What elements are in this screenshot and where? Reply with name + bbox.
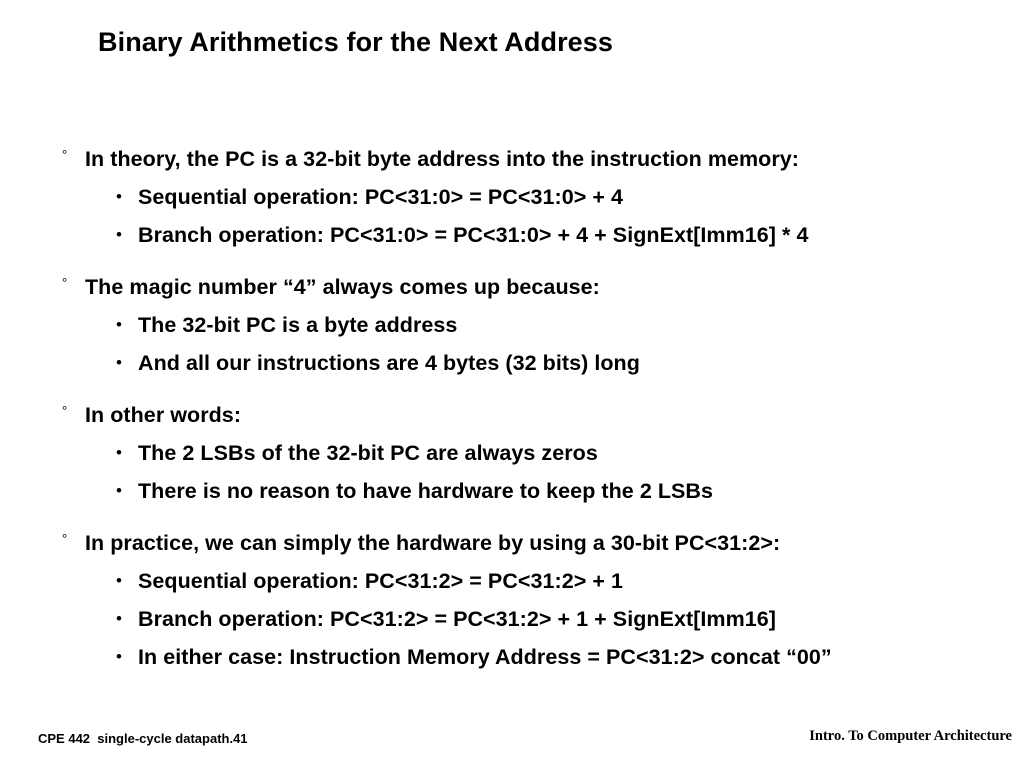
circle-bullet-icon: ° xyxy=(62,531,68,546)
bullet-level2-label: Branch operation: PC<31:2> = PC<31:2> + … xyxy=(138,607,776,631)
bullet-level2-label: There is no reason to have hardware to k… xyxy=(138,479,714,503)
bullet-level1: ° In practice, we can simply the hardwar… xyxy=(0,524,1024,562)
dot-bullet-icon: • xyxy=(116,187,123,206)
bullet-level2: • The 2 LSBs of the 32-bit PC are always… xyxy=(0,434,1024,472)
dot-bullet-icon: • xyxy=(116,571,123,590)
bullet-level2: • Branch operation: PC<31:2> = PC<31:2> … xyxy=(0,600,1024,638)
bullet-level2-label: Sequential operation: PC<31:0> = PC<31:0… xyxy=(138,185,624,209)
bullet-level2: • Branch operation: PC<31:0> = PC<31:0> … xyxy=(0,216,1024,254)
dot-bullet-icon: • xyxy=(116,225,123,244)
dot-bullet-icon: • xyxy=(116,481,123,500)
dot-bullet-icon: • xyxy=(116,609,123,628)
slide-body: ° In theory, the PC is a 32-bit byte add… xyxy=(0,140,1024,676)
bullet-level2: • Sequential operation: PC<31:2> = PC<31… xyxy=(0,562,1024,600)
bullet-level2: • In either case: Instruction Memory Add… xyxy=(0,638,1024,676)
circle-bullet-icon: ° xyxy=(62,275,68,290)
footer-right-text: Intro. To Computer Architecture xyxy=(809,728,1012,744)
bullet-level1: ° In other words: xyxy=(0,396,1024,434)
page-title: Binary Arithmetics for the Next Address xyxy=(98,27,614,57)
circle-bullet-icon: ° xyxy=(62,403,68,418)
bullet-level2-label: Branch operation: PC<31:0> = PC<31:0> + … xyxy=(138,223,809,247)
bullet-level1: ° In theory, the PC is a 32-bit byte add… xyxy=(0,140,1024,178)
bullet-group: ° The magic number “4” always comes up b… xyxy=(0,268,1024,382)
bullet-level2-label: The 32-bit PC is a byte address xyxy=(138,313,458,337)
circle-bullet-icon: ° xyxy=(62,147,68,162)
bullet-group: ° In practice, we can simply the hardwar… xyxy=(0,524,1024,676)
bullet-level2: • And all our instructions are 4 bytes (… xyxy=(0,344,1024,382)
bullet-level2-label: The 2 LSBs of the 32-bit PC are always z… xyxy=(138,441,598,465)
dot-bullet-icon: • xyxy=(116,315,123,334)
dot-bullet-icon: • xyxy=(116,443,123,462)
bullet-group: ° In other words: • The 2 LSBs of the 32… xyxy=(0,396,1024,510)
dot-bullet-icon: • xyxy=(116,353,123,372)
bullet-level1-label: In other words: xyxy=(85,403,242,427)
dot-bullet-icon: • xyxy=(116,647,123,666)
bullet-level2-label: And all our instructions are 4 bytes (32… xyxy=(138,351,640,375)
bullet-level2: • Sequential operation: PC<31:0> = PC<31… xyxy=(0,178,1024,216)
bullet-level2: • There is no reason to have hardware to… xyxy=(0,472,1024,510)
bullet-level1-label: In theory, the PC is a 32-bit byte addre… xyxy=(85,147,799,171)
bullet-level1: ° The magic number “4” always comes up b… xyxy=(0,268,1024,306)
bullet-level2-label: Sequential operation: PC<31:2> = PC<31:2… xyxy=(138,569,624,593)
bullet-level2-label: In either case: Instruction Memory Addre… xyxy=(138,645,832,669)
bullet-level1-label: The magic number “4” always comes up bec… xyxy=(85,275,600,299)
footer-left-text: CPE 442 single-cycle datapath.41 xyxy=(38,731,248,746)
bullet-level1-label: In practice, we can simply the hardware … xyxy=(85,531,781,555)
bullet-group: ° In theory, the PC is a 32-bit byte add… xyxy=(0,140,1024,254)
bullet-level2: • The 32-bit PC is a byte address xyxy=(0,306,1024,344)
